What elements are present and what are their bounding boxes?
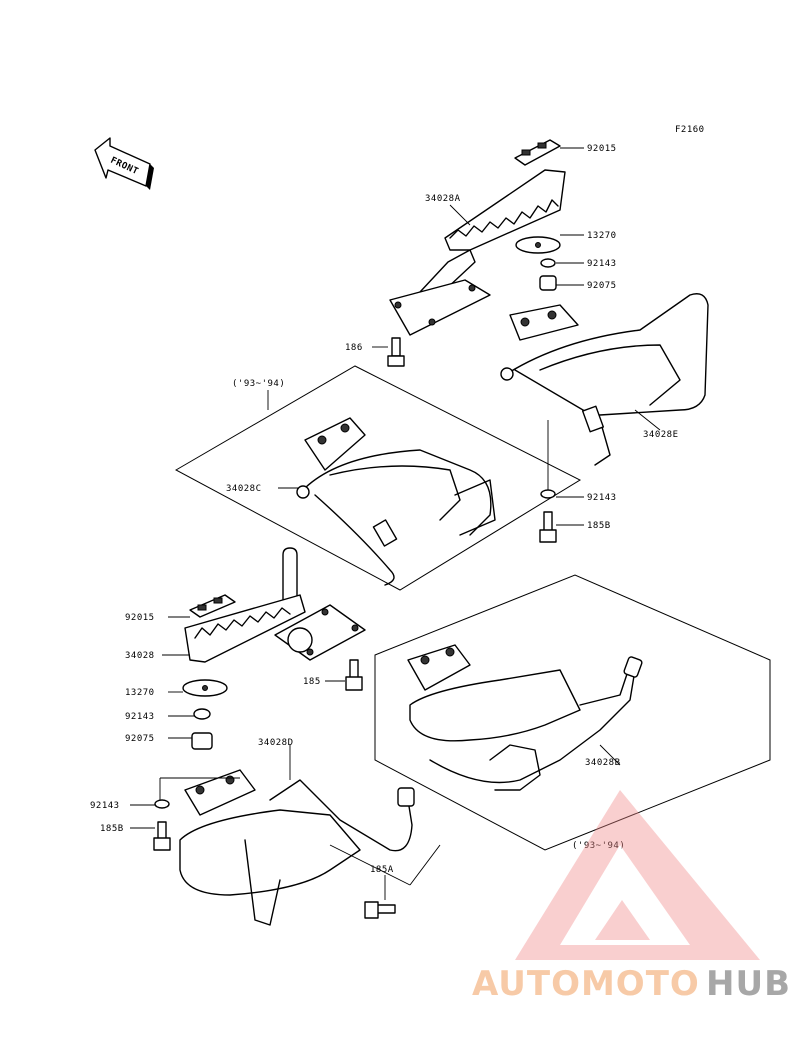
part-labels: 92015 34028A 13270 92143 92075 186 34028… xyxy=(90,144,679,875)
watermark-word-part1: AUTOMOTO xyxy=(472,964,700,1004)
guard-34028D xyxy=(153,769,441,926)
label-13270-low: 13270 xyxy=(125,688,155,698)
label-185: 185 xyxy=(303,677,321,687)
label-185A: 185A xyxy=(370,865,394,875)
guard-34028E xyxy=(500,293,709,543)
label-34028D: 34028D xyxy=(258,738,294,748)
upper-year-frame xyxy=(174,365,582,591)
front-arrow-icon: FRONT xyxy=(94,137,154,190)
label-92143-top: 92143 xyxy=(587,259,617,269)
label-92075-top: 92075 xyxy=(587,281,617,291)
watermark-word-part2: HUB xyxy=(706,964,791,1004)
footrest-34028 xyxy=(182,547,366,750)
label-92143-mid: 92143 xyxy=(587,493,617,503)
leader-lines xyxy=(130,147,661,900)
label-185B-bot: 185B xyxy=(100,824,124,834)
label-92143-low: 92143 xyxy=(125,712,155,722)
lower-year-frame xyxy=(374,574,771,851)
label-34028E: 34028E xyxy=(643,430,679,440)
label-34028C: 34028C xyxy=(226,484,262,494)
label-13270-top: 13270 xyxy=(587,231,617,241)
guard-34028C xyxy=(296,417,496,586)
guard-34028B xyxy=(407,644,643,791)
label-92015-top: 92015 xyxy=(587,144,617,154)
label-92143-bot: 92143 xyxy=(90,801,120,811)
label-186: 186 xyxy=(345,343,363,353)
footrest-34028A xyxy=(387,139,566,367)
lower-year-note: ('93~'94) xyxy=(572,841,625,851)
figure-code-label: F2160 xyxy=(675,125,705,135)
label-34028: 34028 xyxy=(125,651,155,661)
label-185B-top: 185B xyxy=(587,521,611,531)
label-92015-low: 92015 xyxy=(125,613,155,623)
label-92075-low: 92075 xyxy=(125,734,155,744)
label-34028B: 34028B xyxy=(585,758,621,768)
automotohub-watermark-logo: AUTOMOTO HUB xyxy=(472,790,791,1004)
label-34028A: 34028A xyxy=(425,194,461,204)
upper-year-note: ('93~'94) xyxy=(232,379,285,389)
